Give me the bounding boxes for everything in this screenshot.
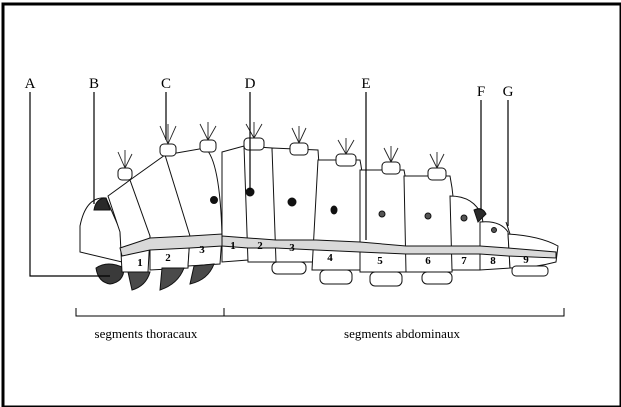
thoracic-number-3: 3 xyxy=(199,244,205,256)
abdominal-group-label: segments abdominaux xyxy=(344,326,460,341)
spiracle-a4 xyxy=(331,206,337,214)
proleg-5 xyxy=(370,272,402,286)
abdominal-number-1: 1 xyxy=(230,240,236,252)
proleg-4 xyxy=(320,270,352,284)
label-e: E xyxy=(361,76,370,92)
abdominal-number-9: 9 xyxy=(523,254,529,266)
spiracle-a6 xyxy=(425,213,431,219)
spiracle-a5 xyxy=(379,211,385,217)
proleg-3 xyxy=(272,262,306,274)
abdominal-number-6: 6 xyxy=(425,255,431,267)
label-g: G xyxy=(503,84,514,100)
label-f: F xyxy=(477,84,485,100)
proleg-6 xyxy=(422,272,452,284)
proleg-9 xyxy=(512,266,548,276)
thoracic-number-1: 1 xyxy=(137,257,143,269)
abdominal-number-2: 2 xyxy=(257,240,263,252)
abdominal-segment-4 xyxy=(312,160,364,270)
label-d: D xyxy=(245,76,256,92)
thoracic-group-label: segments thoracaux xyxy=(95,326,198,341)
abdominal-number-5: 5 xyxy=(377,255,383,267)
spiracle-a8 xyxy=(492,228,497,233)
abdominal-segment-5 xyxy=(360,170,409,272)
label-a: A xyxy=(25,76,36,92)
spiracle-a3 xyxy=(288,198,296,206)
abdominal-number-3: 3 xyxy=(289,242,295,254)
abdominal-number-8: 8 xyxy=(490,255,496,267)
thoracic-number-2: 2 xyxy=(165,252,171,264)
label-c: C xyxy=(161,76,171,92)
spiracle-a7 xyxy=(461,215,467,221)
label-b: B xyxy=(89,76,99,92)
abdominal-number-4: 4 xyxy=(327,252,333,264)
abdominal-number-7: 7 xyxy=(461,255,467,267)
